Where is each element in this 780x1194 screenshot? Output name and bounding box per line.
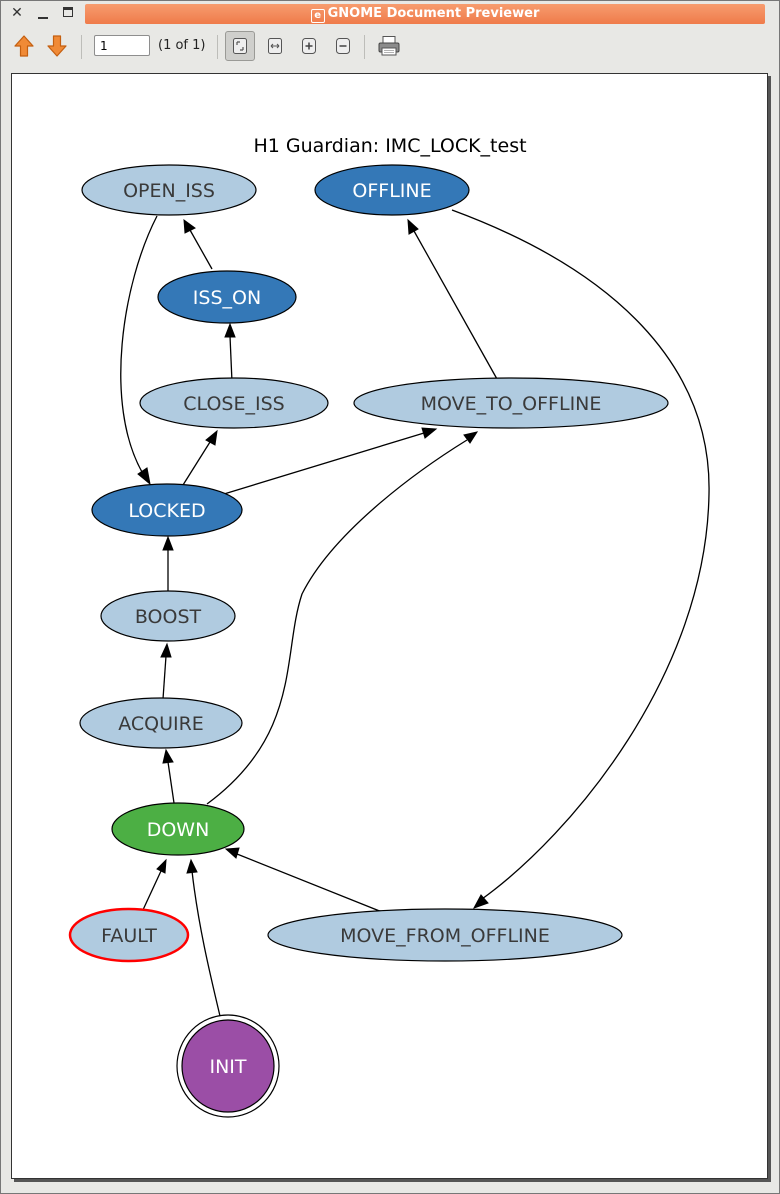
edge-move-from-offline-down — [236, 853, 383, 913]
node-fault[interactable]: FAULT — [68, 907, 190, 963]
window-title: GNOME Document Previewer — [327, 6, 540, 21]
node-label: BOOST — [135, 606, 202, 628]
toolbar-separator — [364, 35, 365, 59]
state-graph: H1 Guardian: IMC_LOCK_test — [68, 135, 710, 1118]
edge-arrowhead — [421, 427, 438, 439]
document-view[interactable]: H1 Guardian: IMC_LOCK_test — [5, 69, 775, 1187]
node-label: INIT — [209, 1056, 246, 1078]
zoom-out-icon — [336, 38, 350, 54]
edge-arrowhead — [224, 322, 236, 338]
node-offline[interactable]: OFFLINE — [314, 164, 470, 216]
node-locked[interactable]: LOCKED — [91, 483, 243, 537]
arrow-down-icon — [47, 35, 67, 57]
toolbar-separator — [81, 35, 82, 59]
edge-move-to-offline-offline — [413, 230, 498, 380]
node-label: OPEN_ISS — [123, 180, 215, 202]
graph-edges — [120, 209, 710, 1017]
document-page: H1 Guardian: IMC_LOCK_test — [11, 73, 768, 1179]
node-label: ISS_ON — [193, 287, 261, 309]
edge-arrowhead — [160, 642, 172, 658]
edge-arrowhead — [137, 467, 151, 486]
previous-page-button[interactable] — [9, 31, 39, 61]
edge-arrowhead — [407, 218, 419, 235]
edge-init-down — [191, 870, 221, 1017]
edge-arrowhead — [463, 431, 479, 444]
node-move-from-offline[interactable]: MOVE_FROM_OFFLINE — [267, 908, 623, 962]
edge-acquire-boost — [162, 655, 167, 700]
node-label: OFFLINE — [352, 180, 431, 202]
edge-locked-close-iss — [182, 441, 211, 486]
edge-fault-down — [141, 870, 162, 913]
zoom-in-icon — [302, 38, 316, 54]
page-number-input[interactable] — [94, 35, 150, 56]
edge-arrowhead — [224, 847, 240, 859]
edge-offline-move-from-offline — [451, 209, 710, 900]
document-icon: e — [310, 9, 325, 23]
page-count-label: (1 of 1) — [158, 38, 206, 53]
edge-arrowhead — [162, 748, 174, 764]
edge-arrowhead — [205, 429, 218, 446]
edge-iss-on-open-iss — [189, 229, 213, 270]
toolbar: (1 of 1) — [1, 27, 779, 67]
node-iss-on[interactable]: ISS_ON — [157, 270, 297, 324]
node-init[interactable]: INIT — [176, 1014, 280, 1118]
edge-arrowhead — [156, 858, 167, 874]
print-button[interactable] — [374, 31, 404, 61]
edge-arrowhead — [186, 858, 198, 874]
node-label: MOVE_TO_OFFLINE — [421, 393, 602, 415]
graph-nodes: OPEN_ISS OFFLINE ISS_ON CLOSE_ISS — [68, 164, 669, 1118]
node-boost[interactable]: BOOST — [100, 590, 236, 642]
node-label: DOWN — [147, 819, 210, 841]
edge-open-iss-locked — [120, 215, 158, 473]
printer-icon — [378, 36, 400, 56]
node-open-iss[interactable]: OPEN_ISS — [81, 164, 257, 216]
edge-down-acquire — [167, 761, 175, 804]
arrow-up-icon — [14, 35, 34, 57]
node-label: ACQUIRE — [118, 713, 204, 735]
page-width-button[interactable] — [260, 31, 290, 61]
minimize-icon[interactable] — [35, 5, 51, 21]
page-width-icon — [268, 38, 282, 54]
edge-down-move-to-offline — [206, 439, 468, 805]
node-label: FAULT — [101, 925, 157, 947]
edge-arrowhead — [472, 894, 489, 909]
edge-arrowhead — [162, 535, 174, 551]
edge-locked-move-to-offline — [223, 432, 425, 495]
edge-close-iss-iss-on — [229, 335, 233, 383]
next-page-button[interactable] — [42, 31, 72, 61]
node-down[interactable]: DOWN — [111, 802, 245, 856]
maximize-icon[interactable] — [61, 5, 77, 21]
zoom-out-button[interactable] — [328, 31, 358, 61]
close-icon[interactable]: ✕ — [11, 5, 23, 21]
toolbar-separator — [217, 35, 218, 59]
node-acquire[interactable]: ACQUIRE — [79, 697, 243, 749]
best-fit-icon — [233, 38, 247, 54]
node-close-iss[interactable]: CLOSE_ISS — [139, 377, 329, 429]
node-label: MOVE_FROM_OFFLINE — [340, 925, 550, 947]
node-move-to-offline[interactable]: MOVE_TO_OFFLINE — [353, 377, 669, 429]
edge-arrowhead — [183, 218, 196, 234]
node-label: CLOSE_ISS — [183, 393, 284, 415]
node-label: LOCKED — [128, 500, 205, 522]
zoom-in-button[interactable] — [294, 31, 324, 61]
best-fit-button[interactable] — [225, 31, 255, 61]
graph-title: H1 Guardian: IMC_LOCK_test — [253, 135, 526, 157]
